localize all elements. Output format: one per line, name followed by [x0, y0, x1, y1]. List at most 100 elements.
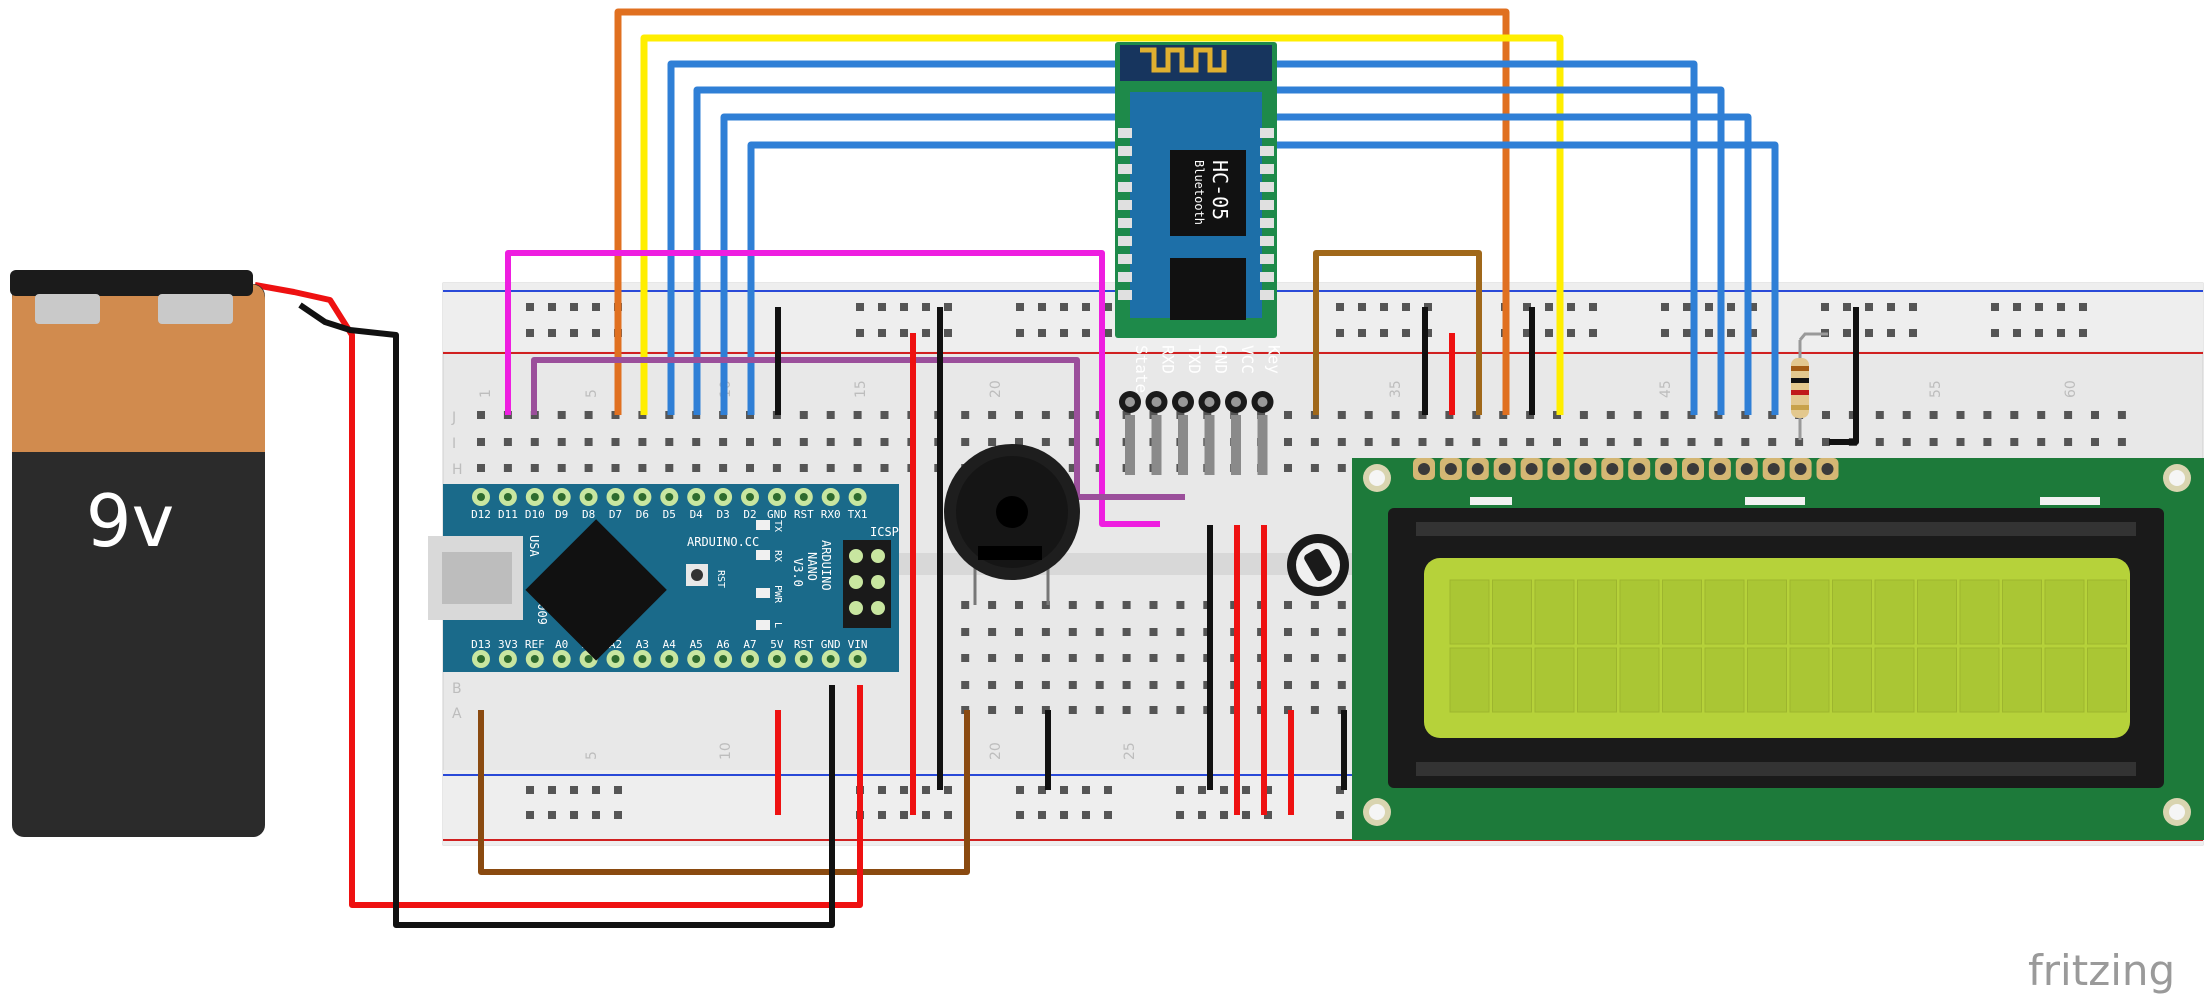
arduino-pin-label: RST: [794, 638, 814, 651]
model-line: V3.0: [791, 558, 805, 587]
breadboard-hole: [988, 681, 997, 689]
breadboard-hole: [477, 411, 485, 419]
breadboard-hole: [1038, 329, 1046, 337]
column-numbers: 1 5 10 15 20 35 45 55 60 5 10 20 25: [478, 380, 2079, 760]
lcd-cell: [2002, 579, 2042, 645]
usb-label: USA: [527, 535, 541, 557]
breadboard-hole: [799, 464, 808, 472]
breadboard-hole: [1149, 681, 1158, 689]
arduino-pin-label: D11: [498, 508, 518, 521]
breadboard-hole: [530, 464, 539, 472]
lcd-cell: [1449, 647, 1490, 713]
hc05-pin-label: RXD: [1159, 345, 1178, 374]
hc05-pin-leg: [1151, 415, 1162, 475]
hc05-pad: [1260, 164, 1274, 174]
breadboard-hole: [1176, 706, 1185, 714]
arduino-pin-label: RX0: [821, 508, 841, 521]
potentiometer[interactable]: [1287, 534, 1349, 596]
breadboard-hole: [1768, 438, 1777, 446]
breadboard-hole: [1242, 811, 1250, 819]
lcd-cell: [1959, 579, 2000, 645]
breadboard-hole: [922, 811, 930, 819]
breadboard-hole: [1016, 811, 1024, 819]
arduino-pin-label: A4: [663, 638, 677, 651]
breadboard-hole: [557, 438, 566, 446]
hc05-pad: [1260, 218, 1274, 228]
led-rx: [756, 550, 770, 560]
lcd-cell: [2002, 647, 2042, 713]
breadboard-hole: [1220, 811, 1228, 819]
breadboard-hole: [1149, 706, 1158, 714]
breadboard-hole: [2057, 303, 2065, 311]
breadboard-hole: [900, 329, 908, 337]
breadboard-hole: [1122, 681, 1131, 689]
breadboard-hole: [1284, 438, 1292, 446]
breadboard-hole: [1310, 654, 1319, 662]
breadboard-hole: [1198, 811, 1206, 819]
breadboard-hole: [1041, 654, 1050, 662]
breadboard-hole: [826, 438, 835, 446]
breadboard-hole: [1284, 681, 1292, 689]
breadboard-hole: [2035, 329, 2043, 337]
hc05-pad: [1118, 272, 1132, 282]
breadboard-hole: [988, 654, 997, 662]
bluetooth-flash: [1170, 258, 1246, 320]
breadboard-hole: [1095, 706, 1104, 714]
breadboard-hole: [1068, 411, 1077, 419]
breadboard-hole: [1038, 303, 1046, 311]
breadboard-hole: [1727, 329, 1735, 337]
breadboard-hole: [1310, 601, 1319, 609]
breadboard-hole: [1875, 438, 1884, 446]
breadboard-hole: [570, 811, 578, 819]
breadboard-hole: [1104, 811, 1112, 819]
breadboard-hole: [1068, 438, 1077, 446]
breadboard-hole: [2064, 411, 2073, 419]
breadboard-hole: [1176, 681, 1185, 689]
breadboard-hole: [1956, 411, 1965, 419]
col-num: 55: [1928, 380, 1944, 398]
breadboard-hole: [1122, 628, 1131, 636]
icsp-pin: [871, 575, 885, 589]
breadboard-hole: [1122, 654, 1131, 662]
breadboard-hole: [944, 786, 952, 794]
breadboard-hole: [1741, 438, 1750, 446]
row-letter-h: H: [452, 462, 463, 478]
lcd-cell: [1917, 579, 1957, 645]
breadboard-hole: [638, 464, 647, 472]
hc05-pad: [1260, 182, 1274, 192]
breadboard-hole: [1095, 681, 1104, 689]
lcd-cell: [2044, 579, 2085, 645]
led-label: L: [772, 622, 783, 628]
model-line: ARDUINO: [819, 540, 833, 591]
breadboard-hole: [1310, 628, 1319, 636]
battery-9v: 9v: [10, 270, 265, 837]
breadboard-hole: [2010, 438, 2019, 446]
breadboard-hole: [1015, 654, 1023, 662]
hc05-pad: [1260, 236, 1274, 246]
battery-cap: [10, 270, 253, 296]
lcd-cell: [1789, 579, 1830, 645]
hc05-pin-label: Key: [1265, 345, 1284, 374]
breadboard-hole: [592, 811, 600, 819]
hc05-pad: [1260, 128, 1274, 138]
breadboard-hole: [584, 438, 593, 446]
col-num: 1: [478, 389, 494, 398]
col-num: 10: [718, 742, 734, 760]
hc05-pin-label: VCC: [1238, 345, 1257, 374]
lcd-cell: [1747, 647, 1787, 713]
breadboard-hole: [1104, 329, 1112, 337]
led-label: PWR: [772, 585, 783, 604]
led-label: RX: [772, 550, 783, 562]
breadboard-hole: [665, 438, 674, 446]
breadboard-hole: [1822, 438, 1830, 446]
breadboard-hole: [1687, 438, 1696, 446]
breadboard-hole: [1633, 438, 1642, 446]
arduino-pin-label: TX1: [848, 508, 868, 521]
breadboard-hole: [1015, 706, 1023, 714]
breadboard-hole: [853, 438, 862, 446]
arduino-pin-label: REF: [525, 638, 545, 651]
wire-magenta: [505, 250, 1160, 527]
breadboard-hole: [1016, 303, 1024, 311]
breadboard-hole: [1380, 329, 1388, 337]
